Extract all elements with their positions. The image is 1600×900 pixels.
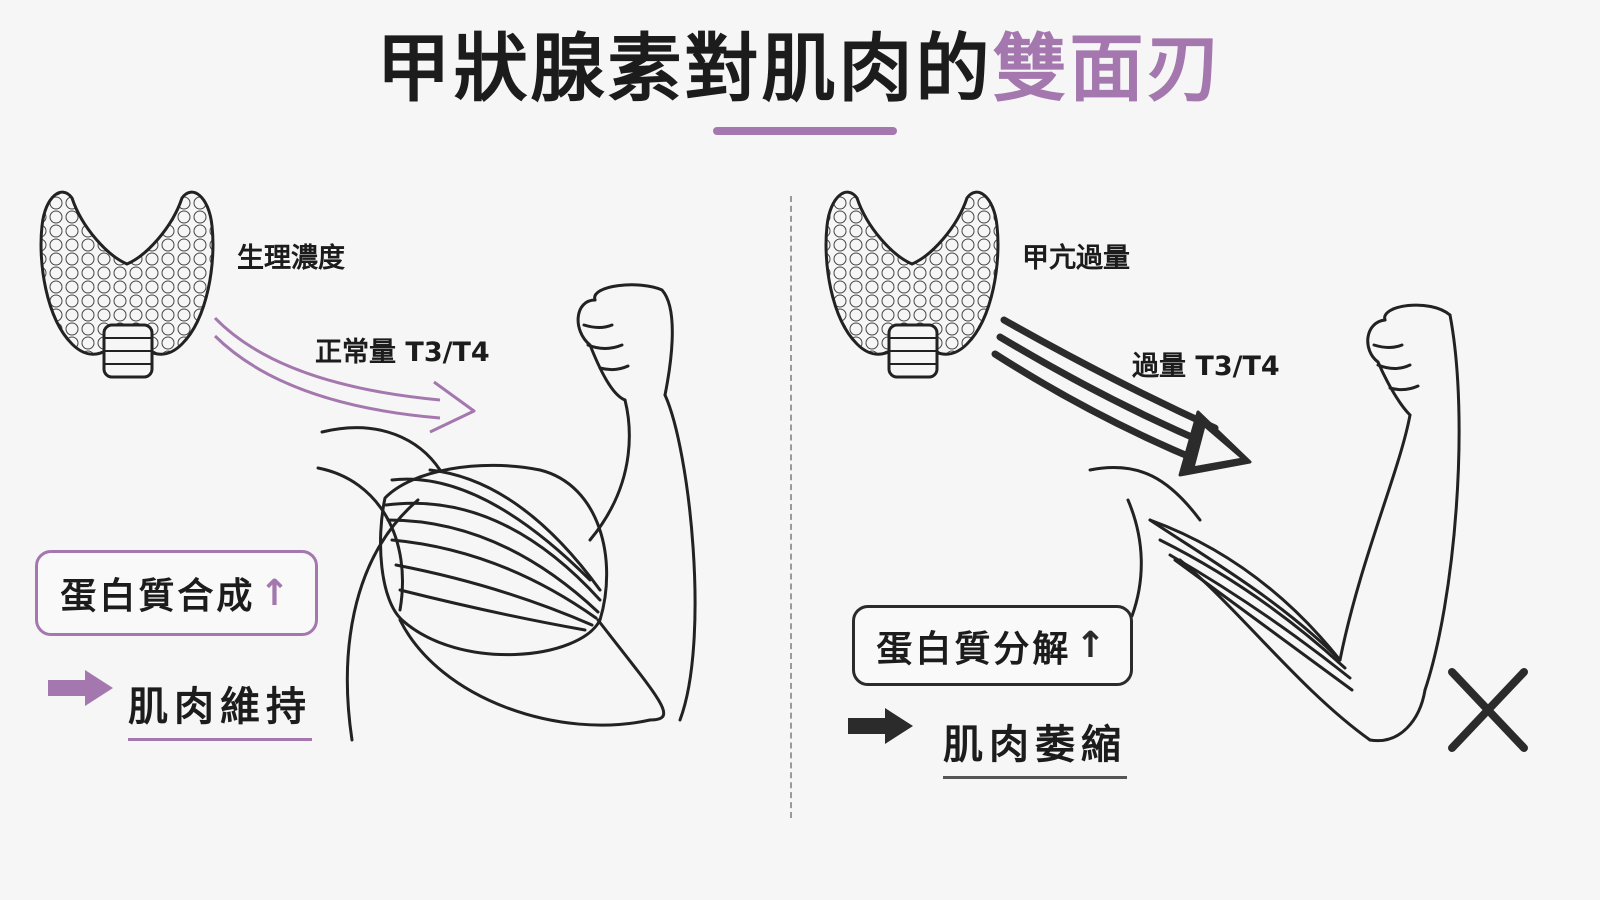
gland-label-left: 生理濃度	[237, 243, 345, 274]
title-accent: 雙面刃	[992, 26, 1224, 112]
title-underline	[713, 127, 897, 135]
box-text-left: 蛋白質合成	[60, 576, 256, 617]
gland-label-right: 甲亢過量	[1022, 243, 1130, 274]
normal-hormone-arrow	[213, 316, 476, 434]
weak-arm-illustration	[1088, 303, 1461, 743]
box-text-right: 蛋白質分解	[876, 628, 1072, 670]
flexed-arm-illustration	[316, 283, 697, 742]
result-label-right: 肌肉萎縮	[943, 712, 1127, 779]
hormone-label-left: 正常量 T3/T4	[315, 337, 490, 368]
protein-breakdown-box: 蛋白質分解↑	[852, 605, 1133, 686]
protein-synthesis-box: 蛋白質合成↑	[35, 550, 318, 636]
panel-divider	[790, 196, 792, 818]
result-arrow-right	[848, 708, 913, 744]
result-label-left: 肌肉維持	[128, 674, 312, 741]
hormone-label-right: 過量 T3/T4	[1132, 351, 1280, 382]
thyroid-icon	[824, 190, 1000, 379]
excess-hormone-arrow	[991, 316, 1252, 477]
thyroid-icon	[39, 190, 215, 379]
result-arrow-left	[48, 670, 113, 706]
up-arrow-icon: ↑	[1075, 625, 1109, 666]
page-title: 甲狀腺素對肌肉的雙面刃	[0, 24, 1600, 114]
cross-icon	[1448, 668, 1528, 752]
up-arrow-icon: ↑	[259, 572, 293, 614]
title-main: 甲狀腺素對肌肉的	[376, 26, 993, 112]
